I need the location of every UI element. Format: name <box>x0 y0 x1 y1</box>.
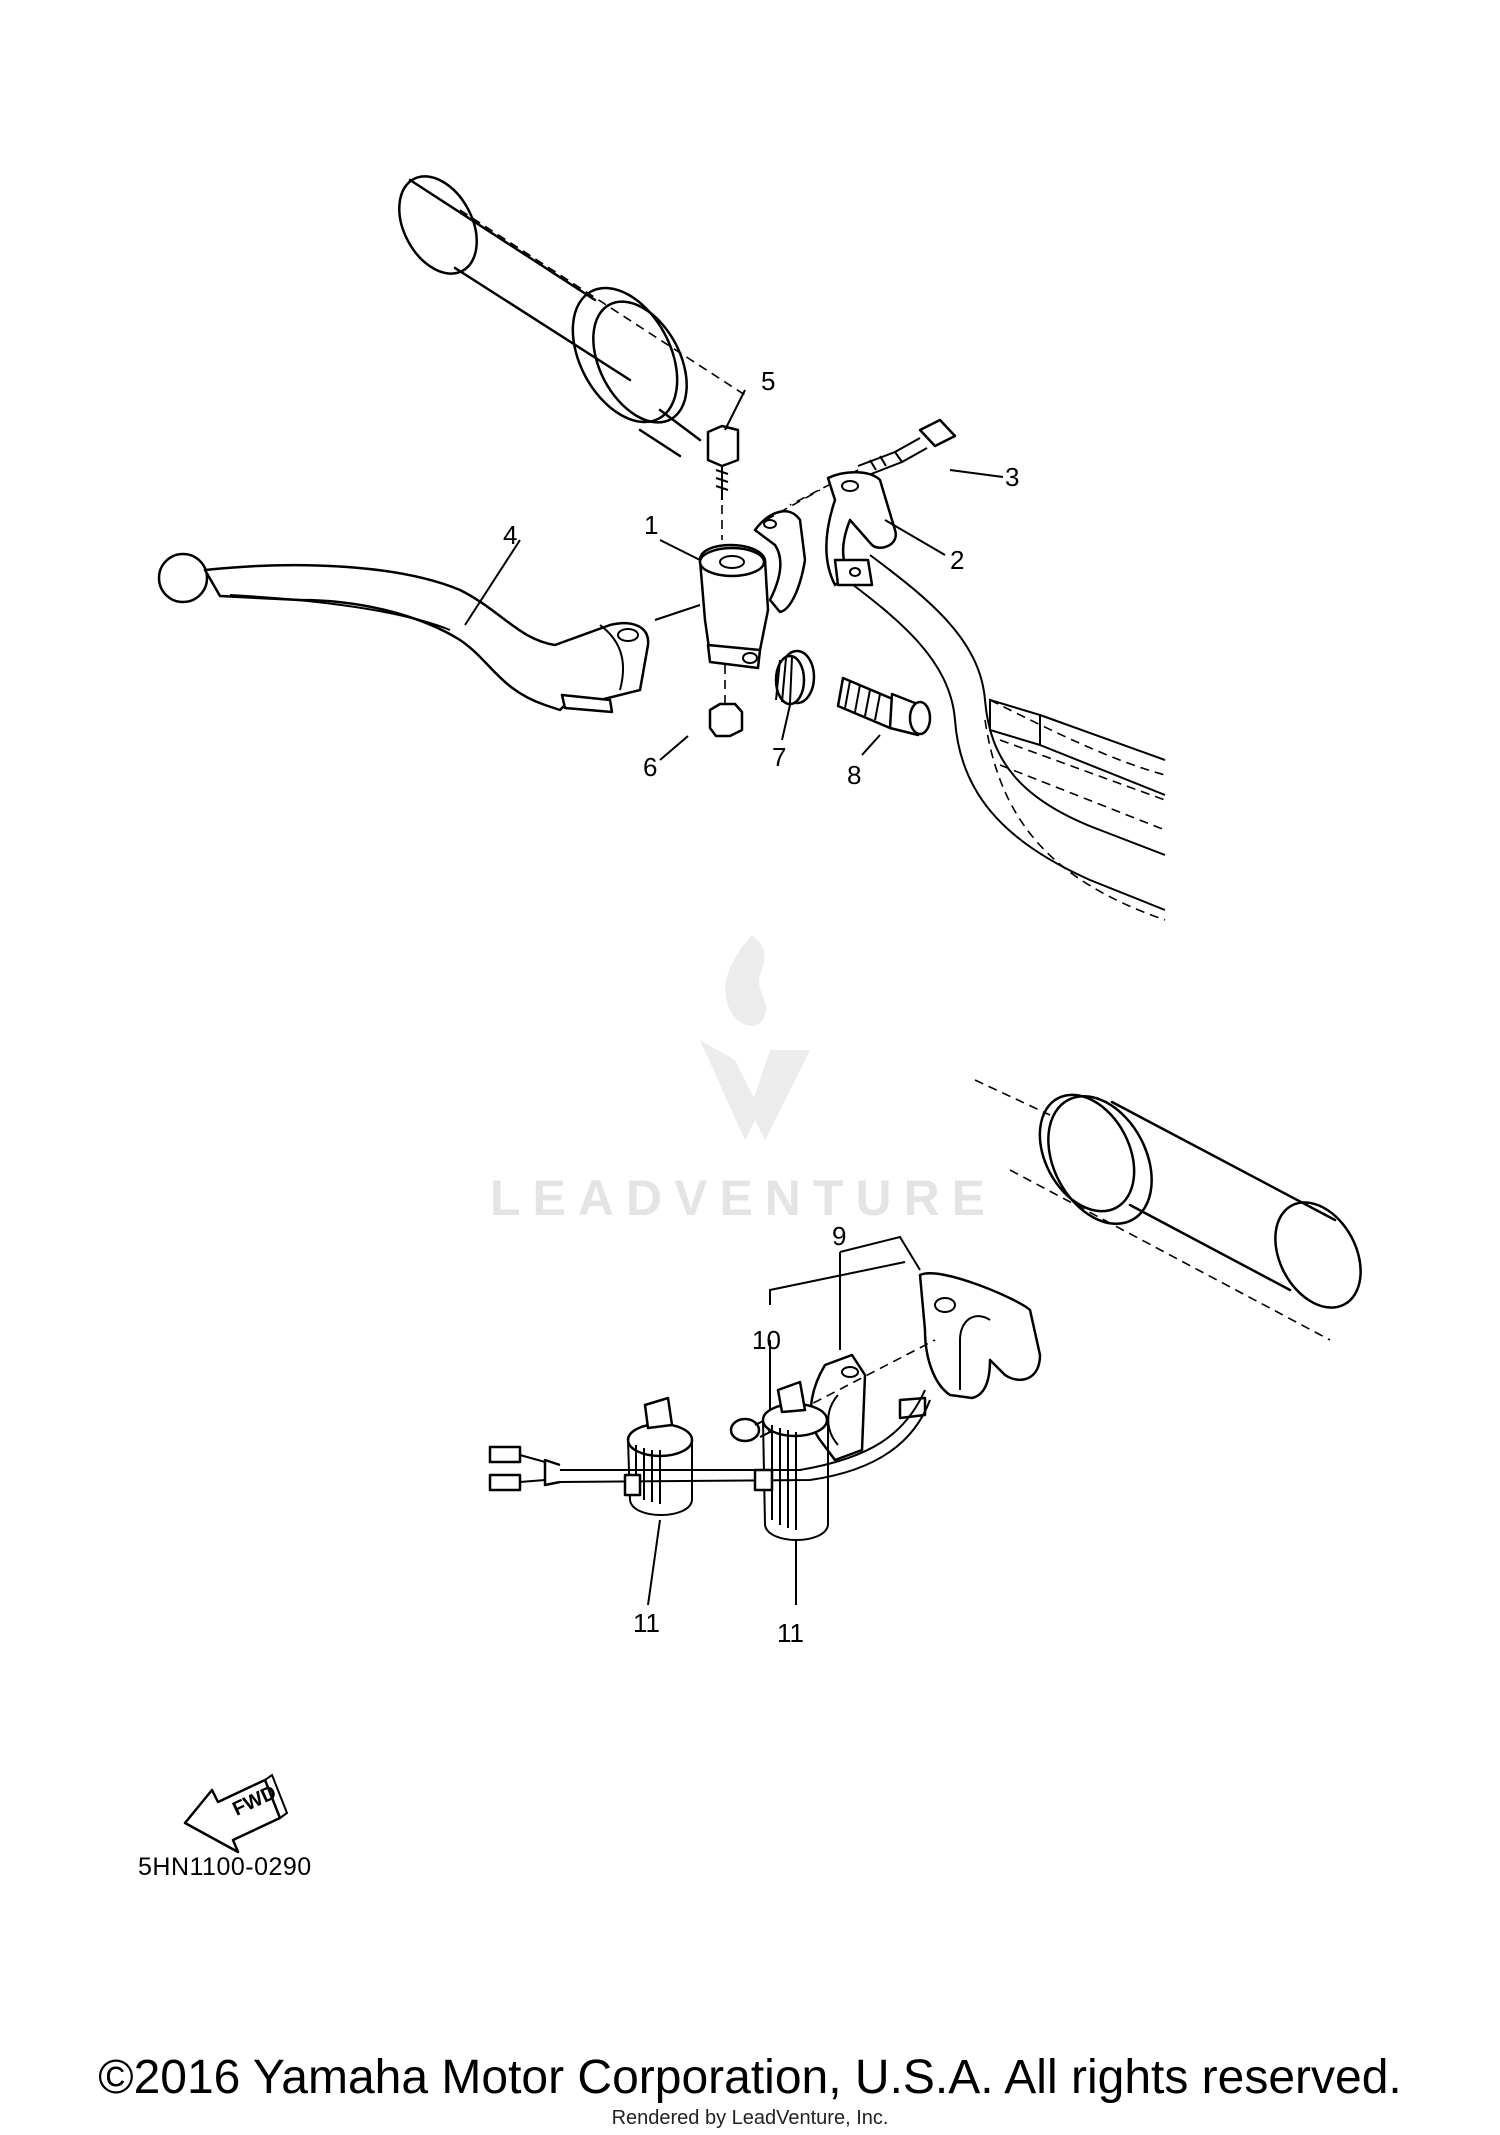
part-label-6: 6 <box>643 752 658 782</box>
part-label-5: 5 <box>761 366 776 396</box>
part-label-11-right: 11 <box>777 1618 804 1648</box>
grip-top <box>398 175 702 458</box>
clamp-10 <box>809 1353 867 1462</box>
leadventure-logo-watermark <box>700 935 810 1140</box>
clamp-2 <box>825 471 898 587</box>
handlebar-top <box>459 209 1166 921</box>
part-label-11-left: 11 <box>633 1608 660 1638</box>
part-label-9: 9 <box>832 1221 847 1251</box>
locknut-7 <box>774 649 816 706</box>
nut-6 <box>708 665 744 738</box>
leader-lines-top <box>464 389 1004 761</box>
watermark-text: LEADVENTURE <box>490 1170 998 1226</box>
adjuster-8 <box>836 676 932 737</box>
leader-lines-bottom <box>647 1235 921 1606</box>
rendered-by-credit: Rendered by LeadVenture, Inc. <box>611 2107 889 2129</box>
cable-band-11-left <box>623 1396 694 1516</box>
copyright-notice: ©2016 Yamaha Motor Corporation, U.S.A. A… <box>98 2051 1402 2104</box>
lever-4 <box>157 552 650 714</box>
lever-holder-1 <box>698 489 821 670</box>
bolt-3 <box>789 418 957 506</box>
grip-bottom <box>974 1079 1362 1341</box>
cable-band-11-right <box>753 1380 829 1541</box>
catalog-number: 5HN1100-0290 <box>138 1853 312 1881</box>
part-label-8: 8 <box>847 760 862 790</box>
fwd-arrow-icon <box>183 1773 289 1854</box>
part-label-10: 10 <box>752 1325 781 1355</box>
bolt-5 <box>706 424 740 540</box>
part-label-4: 4 <box>503 520 518 550</box>
part-label-7: 7 <box>772 742 787 772</box>
wire-harness <box>488 1389 931 1492</box>
part-label-3: 3 <box>1005 462 1020 492</box>
part-label-1: 1 <box>644 510 659 540</box>
part-label-2: 2 <box>950 545 965 575</box>
